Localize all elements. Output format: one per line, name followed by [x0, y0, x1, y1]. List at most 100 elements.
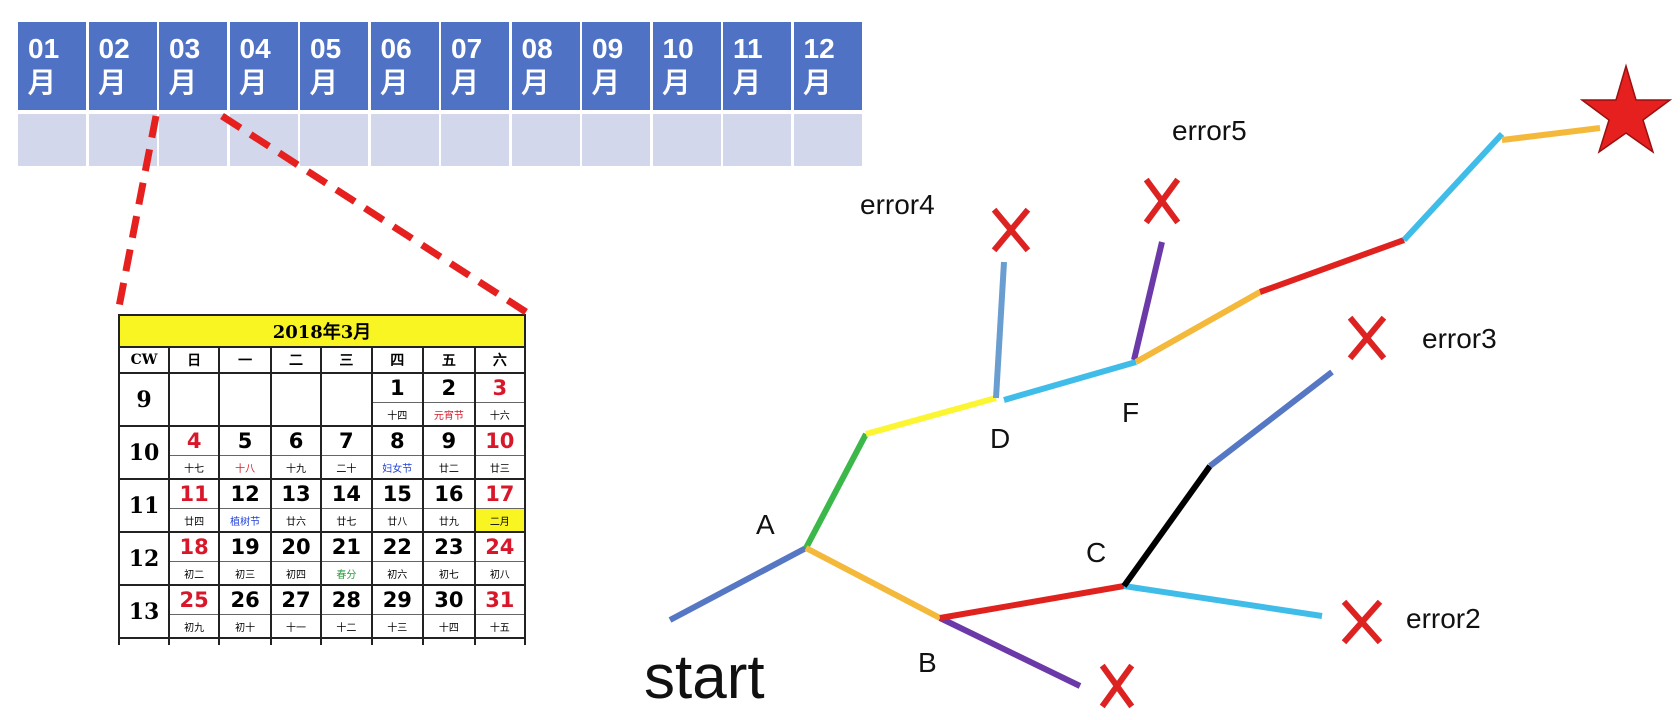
- week-number: 11: [118, 478, 170, 533]
- calendar-lunar-row: 十七 十八 十九 二十 妇女节 廿二 廿三: [119, 455, 527, 480]
- month-blank-cell: [300, 114, 368, 166]
- error1-cross-icon: [1099, 663, 1135, 709]
- foot-cell: [118, 637, 170, 645]
- week-number: 9: [118, 372, 170, 427]
- error4-cross-icon: [991, 207, 1031, 253]
- day-cell: 21: [320, 531, 373, 562]
- day-cell: 7: [320, 425, 373, 456]
- day-cell: 20: [269, 531, 323, 562]
- foot-cell: [473, 637, 527, 645]
- day-cell: 5: [218, 425, 272, 456]
- day-cell: 15: [370, 478, 425, 509]
- calendar-week-row: 11 11 12 13 14 15 16 17: [118, 478, 527, 533]
- day-cell: 25: [167, 584, 221, 615]
- month-blank-cell: [370, 114, 439, 166]
- day-cell: 19: [218, 531, 272, 562]
- day-cell: [269, 372, 323, 427]
- day-cell: 14: [320, 478, 373, 509]
- node-d-label: D: [990, 423, 1010, 454]
- day-cell: 10: [473, 425, 527, 456]
- edge-d-error4: [993, 261, 1007, 399]
- foot-cell: [167, 637, 221, 645]
- foot-cell: [269, 637, 323, 645]
- day-cell: 22: [370, 531, 425, 562]
- month-blank-cell: [582, 114, 650, 166]
- edge-start-a: [668, 545, 808, 623]
- lunar-cell: 十七: [167, 455, 221, 480]
- day-cell: 1: [370, 372, 425, 403]
- edge-to-goal: [1501, 125, 1601, 143]
- day-cell: 30: [422, 584, 476, 615]
- day-cell: 28: [320, 584, 373, 615]
- month-blank-row: [18, 110, 864, 166]
- day-cell: 12: [218, 478, 272, 509]
- day-cell: 26: [218, 584, 272, 615]
- header-wed: 三: [320, 346, 373, 374]
- edge-red-upper: [1258, 237, 1406, 295]
- day-cell: 16: [422, 478, 476, 509]
- error3-cross-icon: [1347, 315, 1387, 361]
- error2-cross-icon: [1341, 599, 1383, 645]
- calendar-lunar-row: 廿四 植树节 廿六 廿七 廿八 廿九 二月: [119, 508, 527, 533]
- day-cell: [167, 372, 221, 427]
- lunar-cell: 初十: [218, 614, 272, 639]
- lunar-cell: 初三: [218, 561, 272, 586]
- header-sun: 日: [167, 346, 221, 374]
- error4-label: error4: [860, 189, 935, 220]
- edge-f-up: [1134, 289, 1262, 365]
- zoom-dash-right: [220, 113, 528, 315]
- day-cell: 23: [422, 531, 476, 562]
- node-b-label: B: [918, 647, 937, 678]
- foot-cell: [370, 637, 425, 645]
- month-blank-cell: [511, 114, 580, 166]
- header-mon: 一: [218, 346, 272, 374]
- month-blank-cell: [441, 114, 509, 166]
- edge-b-c: [939, 583, 1125, 621]
- error5-cross-icon: [1143, 177, 1181, 225]
- foot-cell: [320, 637, 373, 645]
- day-cell: 17: [473, 478, 527, 509]
- lunar-cell: 初四: [269, 561, 323, 586]
- day-cell: 6: [269, 425, 323, 456]
- lunar-cell-highlighted: 二月: [473, 508, 527, 533]
- edge-error3: [1208, 369, 1334, 469]
- edge-c-error2: [1123, 583, 1323, 619]
- lunar-cell: 十一: [269, 614, 323, 639]
- month-blank-cell: [793, 114, 862, 166]
- month-blank-cell: [723, 114, 791, 166]
- lunar-cell: 十六: [473, 402, 527, 427]
- lunar-cell: 廿七: [320, 508, 373, 533]
- day-cell: 4: [167, 425, 221, 456]
- error5-label: error5: [1172, 115, 1247, 146]
- node-f-label: F: [1122, 397, 1139, 428]
- zoom-dash-left: [114, 115, 160, 313]
- week-number: 12: [118, 531, 170, 586]
- goal-star-icon: [1579, 63, 1673, 154]
- calendar-week-row: 12 18 19 20 21 22 23 24: [118, 531, 527, 586]
- week-number: 13: [118, 584, 170, 639]
- header-cw: CW: [118, 346, 170, 374]
- header-sat: 六: [473, 346, 527, 374]
- month-blank-cell: [18, 114, 86, 166]
- calendar-header-row: CW 日 一 二 三 四 五 六: [118, 346, 527, 374]
- header-fri: 五: [422, 346, 476, 374]
- edge-a-b: [804, 545, 942, 621]
- month-blank-cell: [652, 114, 721, 166]
- foot-cell: [218, 637, 272, 645]
- error3-label: error3: [1422, 323, 1497, 354]
- calendar-footer-row: [118, 637, 527, 645]
- day-cell: 24: [473, 531, 527, 562]
- error2-label: error2: [1406, 603, 1481, 634]
- foot-cell: [422, 637, 476, 645]
- day-cell: 11: [167, 478, 221, 509]
